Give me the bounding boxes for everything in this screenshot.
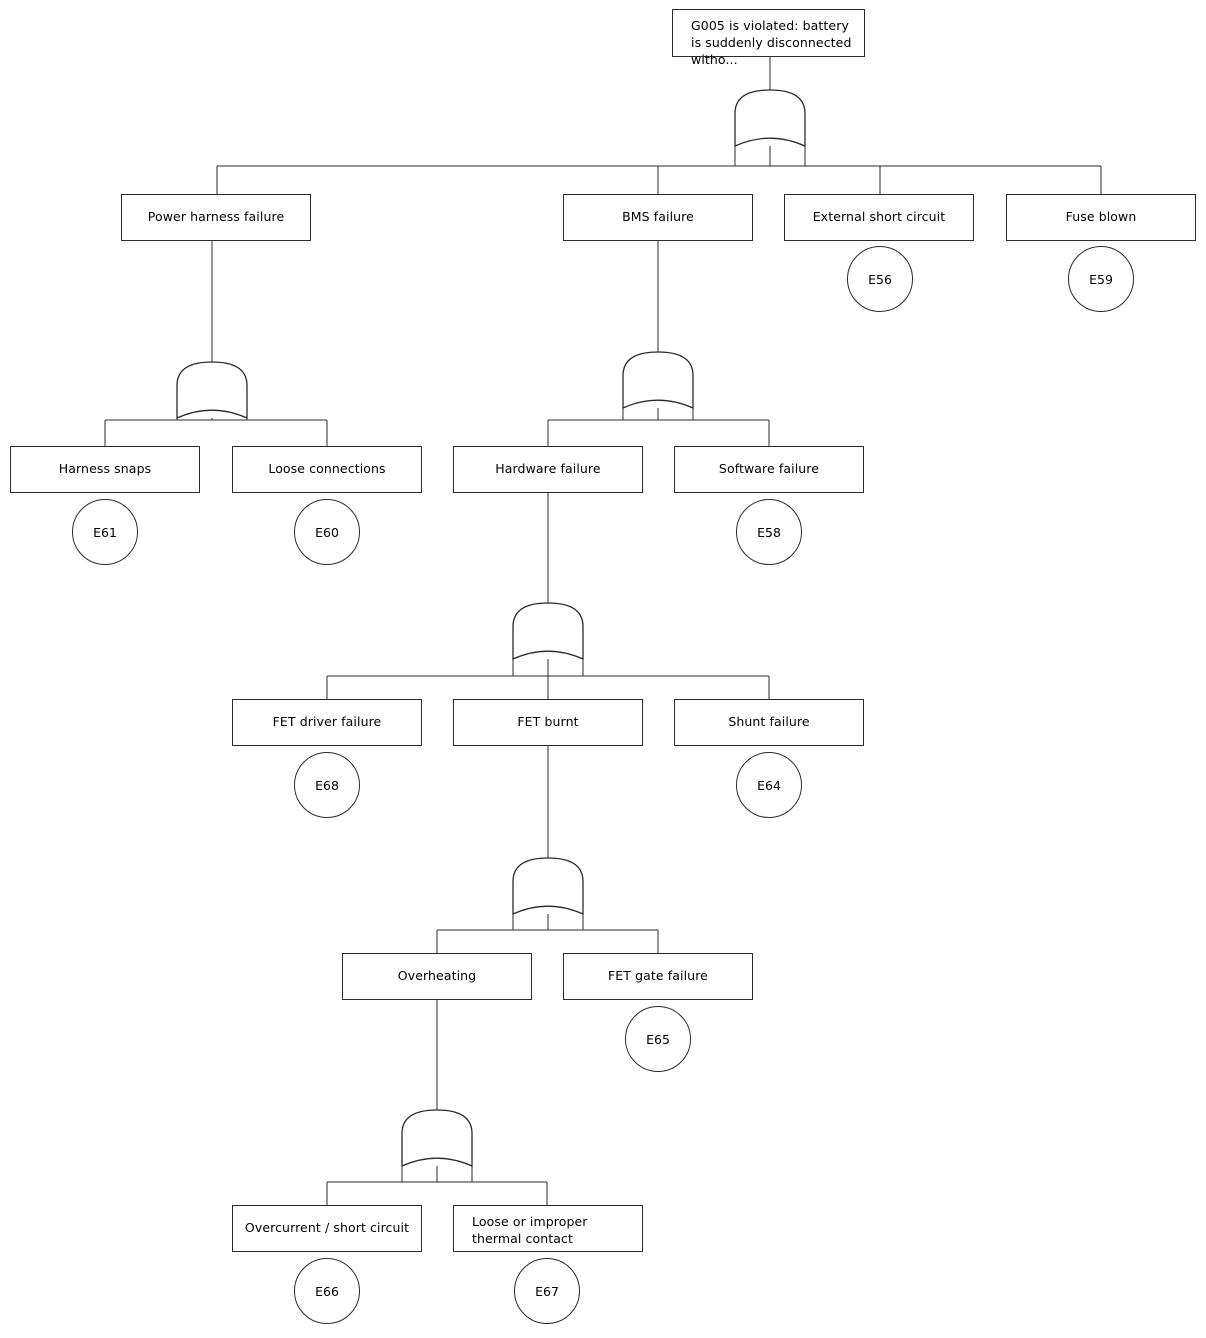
- event-circle-E68[interactable]: E68: [294, 752, 360, 818]
- node-label-fet-driver-failure: FET driver failure: [272, 714, 382, 730]
- node-label-loose-connections: Loose connections: [268, 461, 386, 477]
- node-label-overcurrent-short-circuit: Overcurrent / short circuit: [244, 1220, 410, 1236]
- node-label-bms-failure: BMS failure: [622, 209, 694, 225]
- node-label-hardware-failure: Hardware failure: [495, 461, 601, 477]
- node-power-harness-failure[interactable]: Power harness failure: [121, 194, 311, 241]
- event-circle-E56[interactable]: E56: [847, 246, 913, 312]
- node-shunt-failure[interactable]: Shunt failure: [674, 699, 864, 746]
- event-label-E59: E59: [1089, 271, 1113, 287]
- event-label-E66: E66: [315, 1283, 339, 1299]
- event-circle-E65[interactable]: E65: [625, 1006, 691, 1072]
- event-label-E68: E68: [315, 777, 339, 793]
- node-overheating[interactable]: Overheating: [342, 953, 532, 1000]
- or-gate-gate-hardware: [512, 602, 584, 661]
- event-circle-E61[interactable]: E61: [72, 499, 138, 565]
- node-loose-connections[interactable]: Loose connections: [232, 446, 422, 493]
- node-label-fuse-blown: Fuse blown: [1065, 209, 1137, 225]
- event-circle-E66[interactable]: E66: [294, 1258, 360, 1324]
- or-gate-gate-fet-burnt: [512, 857, 584, 916]
- node-harness-snaps[interactable]: Harness snaps: [10, 446, 200, 493]
- event-label-E64: E64: [757, 777, 781, 793]
- node-fet-driver-failure[interactable]: FET driver failure: [232, 699, 422, 746]
- event-label-E61: E61: [93, 524, 117, 540]
- event-circle-E64[interactable]: E64: [736, 752, 802, 818]
- node-label-external-short-circuit: External short circuit: [812, 209, 946, 225]
- event-label-E67: E67: [535, 1283, 559, 1299]
- event-circle-E60[interactable]: E60: [294, 499, 360, 565]
- node-loose-improper-thermal-contact[interactable]: Loose or improper thermal contact: [453, 1205, 643, 1252]
- or-gate-gate-bms: [622, 351, 694, 410]
- event-label-E65: E65: [646, 1031, 670, 1047]
- event-circle-E67[interactable]: E67: [514, 1258, 580, 1324]
- node-label-power-harness-failure: Power harness failure: [147, 209, 285, 225]
- event-label-E56: E56: [868, 271, 892, 287]
- or-gate-gate-power-harness: [176, 361, 248, 420]
- node-G005[interactable]: G005 is violated: battery is suddenly di…: [672, 9, 865, 67]
- node-fet-gate-failure[interactable]: FET gate failure: [563, 953, 753, 1000]
- node-label-software-failure: Software failure: [718, 461, 820, 477]
- node-bms-failure[interactable]: BMS failure: [563, 194, 753, 241]
- node-hardware-failure[interactable]: Hardware failure: [453, 446, 643, 493]
- node-overcurrent-short-circuit[interactable]: Overcurrent / short circuit: [232, 1205, 422, 1252]
- event-label-E60: E60: [315, 524, 339, 540]
- node-software-failure[interactable]: Software failure: [674, 446, 864, 493]
- event-circle-E58[interactable]: E58: [736, 499, 802, 565]
- event-circle-E59[interactable]: E59: [1068, 246, 1134, 312]
- or-gate-gate-overheating: [401, 1109, 473, 1168]
- node-label-G005: G005 is violated: battery is suddenly di…: [691, 18, 856, 67]
- node-label-fet-gate-failure: FET gate failure: [608, 968, 708, 984]
- node-label-overheating: Overheating: [397, 968, 477, 984]
- node-label-shunt-failure: Shunt failure: [728, 714, 810, 730]
- node-label-loose-improper-thermal-contact: Loose or improper thermal contact: [472, 1214, 592, 1246]
- node-external-short-circuit[interactable]: External short circuit: [784, 194, 974, 241]
- node-fuse-blown[interactable]: Fuse blown: [1006, 194, 1196, 241]
- node-fet-burnt[interactable]: FET burnt: [453, 699, 643, 746]
- event-label-E58: E58: [757, 524, 781, 540]
- node-label-harness-snaps: Harness snaps: [58, 461, 152, 477]
- node-label-fet-burnt: FET burnt: [517, 714, 579, 730]
- or-gate-gate-top: [734, 89, 806, 148]
